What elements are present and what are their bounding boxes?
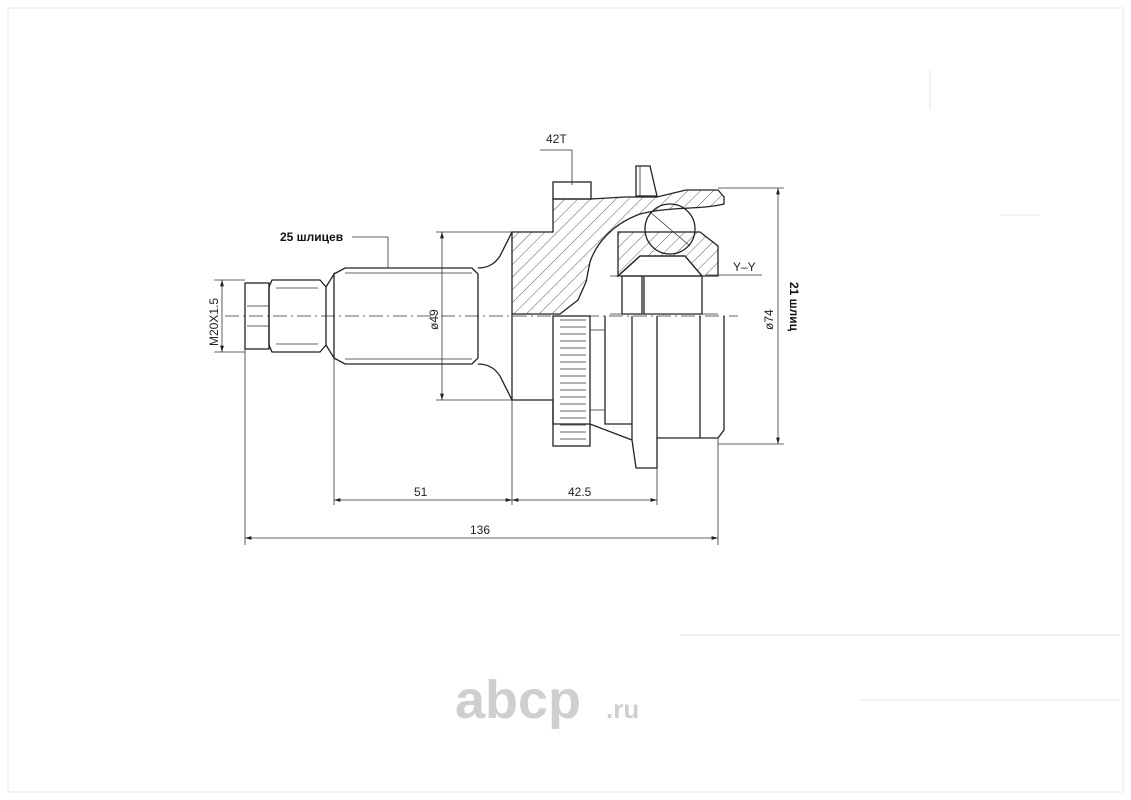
abcp-logo: abcp .ru bbox=[455, 670, 639, 730]
watermark-tld: .ru bbox=[606, 694, 639, 724]
splined-shaft bbox=[333, 231, 513, 401]
spline-shaft-label: 25 шлицев bbox=[280, 230, 343, 244]
watermark-brand: abcp bbox=[455, 670, 581, 730]
outer-housing bbox=[511, 165, 725, 469]
dim-42-5-value: 42.5 bbox=[568, 485, 592, 499]
housing-diameter-label: ø74 bbox=[762, 309, 776, 330]
section-label: Y–Y bbox=[733, 260, 756, 274]
housing-spline-label: 21 шлиц bbox=[787, 282, 801, 332]
inner-race bbox=[590, 203, 719, 440]
leader-25-splines bbox=[352, 236, 389, 268]
threaded-end bbox=[244, 271, 335, 361]
abs-tone-ring bbox=[552, 315, 591, 447]
sheet-frame bbox=[7, 7, 1124, 793]
dim-136-value: 136 bbox=[470, 523, 490, 537]
teeth-label: 42T bbox=[546, 132, 567, 146]
leader-42t bbox=[540, 149, 573, 185]
shaft-diameter-label: ø49 bbox=[427, 309, 441, 330]
tone-ring-body bbox=[552, 315, 591, 447]
thread-label: M20X1.5 bbox=[207, 298, 221, 346]
dimension-lines bbox=[214, 149, 784, 545]
ball-icon bbox=[644, 203, 696, 255]
dim-51-value: 51 bbox=[414, 485, 428, 499]
